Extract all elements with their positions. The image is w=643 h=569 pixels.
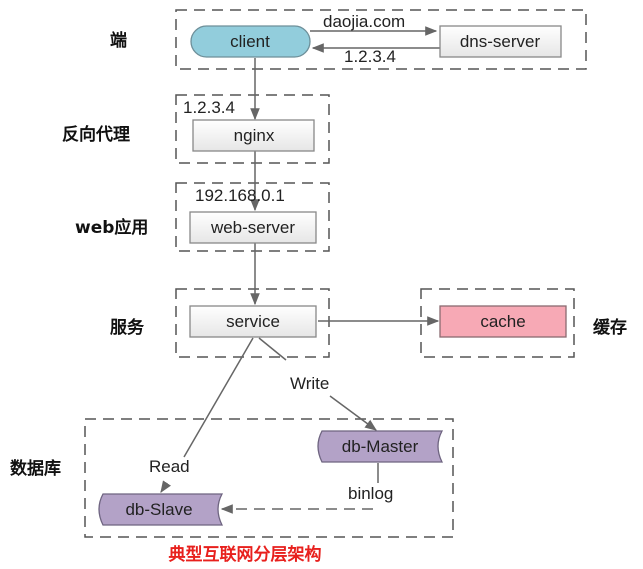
- service-node: [189, 305, 317, 338]
- layer-label-client: 端: [110, 30, 127, 51]
- web-server-label: web-server: [210, 218, 295, 237]
- dns-server-label: dns-server: [460, 32, 541, 51]
- edge-label-read: Read: [149, 457, 190, 476]
- edge-label-write: Write: [290, 374, 329, 393]
- dns-server-node: [439, 25, 562, 58]
- client-layer-box: [175, 9, 587, 70]
- edge-label-daojia: daojia.com: [323, 12, 405, 31]
- db-master-label: db-Master: [342, 437, 419, 456]
- nginx-node: [192, 119, 315, 152]
- proxy-layer-box: [175, 94, 330, 164]
- web-server-node: [189, 211, 317, 244]
- edge-service-to-slave-a: [183, 337, 254, 458]
- layer-label-cache: 缓存: [593, 317, 627, 338]
- edge-service-to-master-b: [329, 395, 377, 431]
- layer-label-service: 服务: [110, 317, 145, 338]
- client-node: [190, 25, 311, 58]
- edge-label-binlog: binlog: [348, 484, 393, 503]
- edge-service-to-slave-b: [160, 480, 171, 493]
- db-slave-label: db-Slave: [125, 500, 192, 519]
- client-label: client: [230, 32, 270, 51]
- db-slave-node: [98, 493, 224, 526]
- cache-layer-box: [420, 288, 575, 358]
- db-master-node: [317, 430, 444, 463]
- edge-service-to-master-a: [258, 337, 287, 361]
- db-layer-box: [84, 418, 454, 538]
- layer-label-web: web应用: [75, 217, 148, 238]
- web-layer-box: [175, 182, 330, 252]
- nginx-label: nginx: [234, 126, 275, 145]
- edge-label-web-ip: 192.168.0.1: [195, 186, 285, 205]
- cache-label: cache: [480, 312, 525, 331]
- service-layer-box: [175, 288, 330, 358]
- service-label: service: [226, 312, 280, 331]
- edge-label-dns-ip: 1.2.3.4: [344, 47, 396, 66]
- edge-label-nginx-ip: 1.2.3.4: [183, 98, 235, 117]
- diagram-title: 典型互联网分层架构: [169, 544, 322, 565]
- layer-label-db: 数据库: [10, 458, 61, 479]
- layer-label-proxy: 反向代理: [62, 124, 130, 145]
- cache-node: [439, 305, 567, 338]
